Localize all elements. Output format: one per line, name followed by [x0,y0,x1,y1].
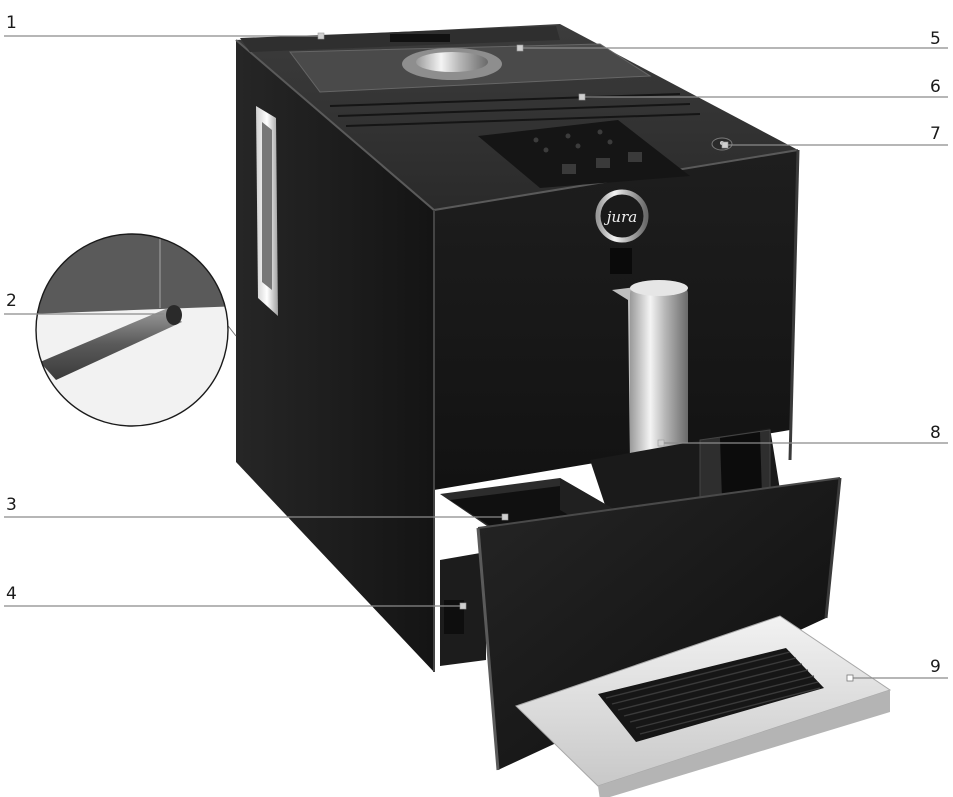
grinder-knob-top [416,52,488,72]
right-edge [788,149,800,461]
ventilation-grooves [329,93,701,127]
logo-text: jura [604,208,637,226]
callout-label-9: 9 [930,657,941,677]
callout-dot-5 [516,44,524,52]
callouts: 1 2 3 4 5 6 7 8 9 [4,13,948,682]
side-handle [256,106,278,316]
side-panel [236,40,434,672]
callout-label-2: 2 [6,291,17,311]
control-panel [478,120,690,188]
callout-dot-1 [317,32,325,40]
callout-dot-8 [657,439,665,447]
panel-icons [533,129,613,153]
water-tank-lid [240,26,560,52]
magnified-rod [40,308,182,380]
drip-tray-slots [605,651,821,735]
callout-dot-9 [846,674,854,682]
bean-container-lid [289,43,652,93]
tank-lid-slot [390,34,450,42]
callout-dot-6 [578,93,586,101]
callout-dot-4 [459,602,467,610]
callout-label-1: 1 [6,13,17,33]
detail-magnifier [35,233,237,427]
callout-dot-7 [721,141,729,149]
callout-label-7: 7 [930,124,941,144]
callout-label-8: 8 [930,423,941,443]
callout-label-5: 5 [930,29,941,49]
callout-label-6: 6 [930,77,941,97]
front-panel [434,150,798,490]
callout-label-3: 3 [6,495,17,515]
callout-label-4: 4 [6,584,17,604]
callout-dot-3 [501,513,509,521]
panel-buttons [562,152,642,174]
drip-tray [515,615,892,797]
drip-tray-grid [598,648,824,742]
jura-logo: jura [595,189,649,243]
grounds-container [440,478,612,540]
